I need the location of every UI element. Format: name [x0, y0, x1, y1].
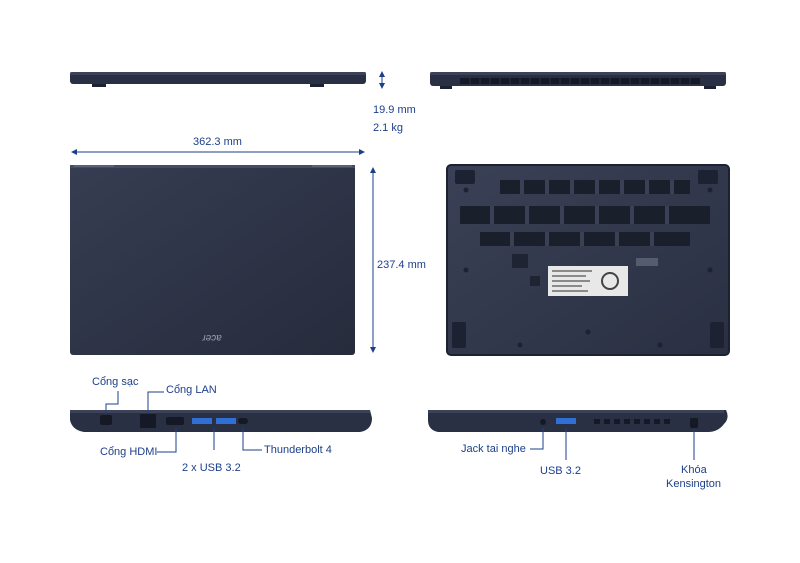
audio-jack — [540, 419, 546, 425]
width-label: 362.3 mm — [193, 136, 242, 148]
lid-logo: acer — [202, 332, 222, 343]
label-kensington-1: Khóa — [681, 464, 707, 476]
left-side-view — [70, 410, 372, 432]
thunderbolt-port — [238, 418, 248, 424]
hdmi-port — [166, 417, 184, 425]
label-kensington-2: Kensington — [666, 478, 722, 490]
thickness-label: 19.9 mm — [373, 104, 416, 116]
leader-lines-left — [105, 391, 262, 453]
label-thunderbolt: Thunderbolt 4 — [264, 444, 332, 456]
lid-top-view — [70, 165, 355, 355]
right-side-view — [428, 410, 728, 432]
front-edge-view — [70, 72, 366, 87]
usb-port-2 — [216, 418, 236, 424]
label-charging-port: Cổng sạc — [92, 376, 139, 388]
usb-port-1 — [192, 418, 212, 424]
weight-label: 2.1 kg — [373, 122, 403, 134]
usb-port-right — [556, 418, 576, 424]
bottom-view — [446, 164, 730, 356]
charging-port — [100, 415, 112, 425]
depth-label: 237.4 mm — [377, 259, 426, 271]
label-usb-right: USB 3.2 — [540, 465, 581, 477]
label-audio-jack: Jack tai nghe — [461, 443, 526, 455]
leader-lines-right — [530, 428, 695, 460]
label-lan-port: Cổng LAN — [166, 384, 217, 396]
label-hdmi-port: Cổng HDMI — [100, 446, 158, 458]
rear-edge-view — [430, 72, 726, 89]
label-usb-ports: 2 x USB 3.2 — [182, 462, 241, 474]
kensington-slot — [690, 418, 698, 428]
lan-port — [140, 414, 156, 428]
